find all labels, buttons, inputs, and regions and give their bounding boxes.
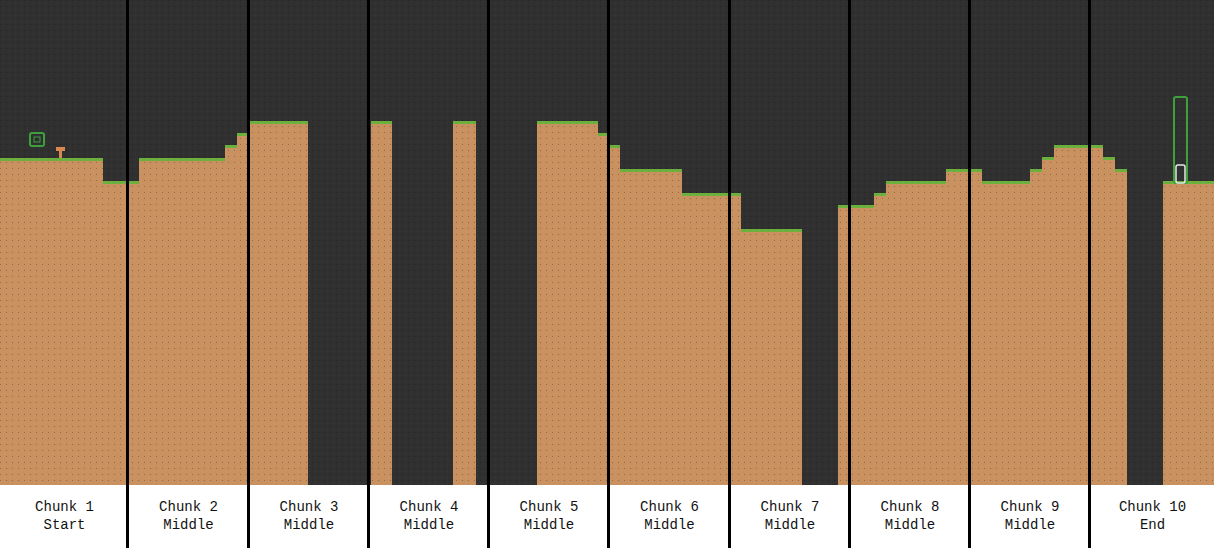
chunk-label: Chunk 1: [35, 499, 94, 515]
chunk-type: Middle: [284, 517, 334, 533]
chunk-type: Middle: [524, 517, 574, 533]
chunk-type: End: [1140, 517, 1165, 533]
chunk-label: Chunk 10: [1119, 499, 1186, 515]
chunk-label: Chunk 4: [400, 499, 459, 515]
chunk-type: Middle: [765, 517, 815, 533]
chunk-label: Chunk 3: [280, 499, 339, 515]
chunk-type: Middle: [644, 517, 694, 533]
chunk-type: Middle: [163, 517, 213, 533]
chunk-label: Chunk 6: [640, 499, 699, 515]
chunk-type: Middle: [1005, 517, 1055, 533]
chunk-label: Chunk 2: [159, 499, 218, 515]
chunk-type: Middle: [885, 517, 935, 533]
chunk-type: Middle: [404, 517, 454, 533]
chunk-type: Start: [43, 517, 85, 533]
chunk-label: Chunk 5: [520, 499, 579, 515]
chunk-label: Chunk 7: [761, 499, 820, 515]
chunk-label: Chunk 8: [881, 499, 940, 515]
chunk-label: Chunk 9: [1001, 499, 1060, 515]
